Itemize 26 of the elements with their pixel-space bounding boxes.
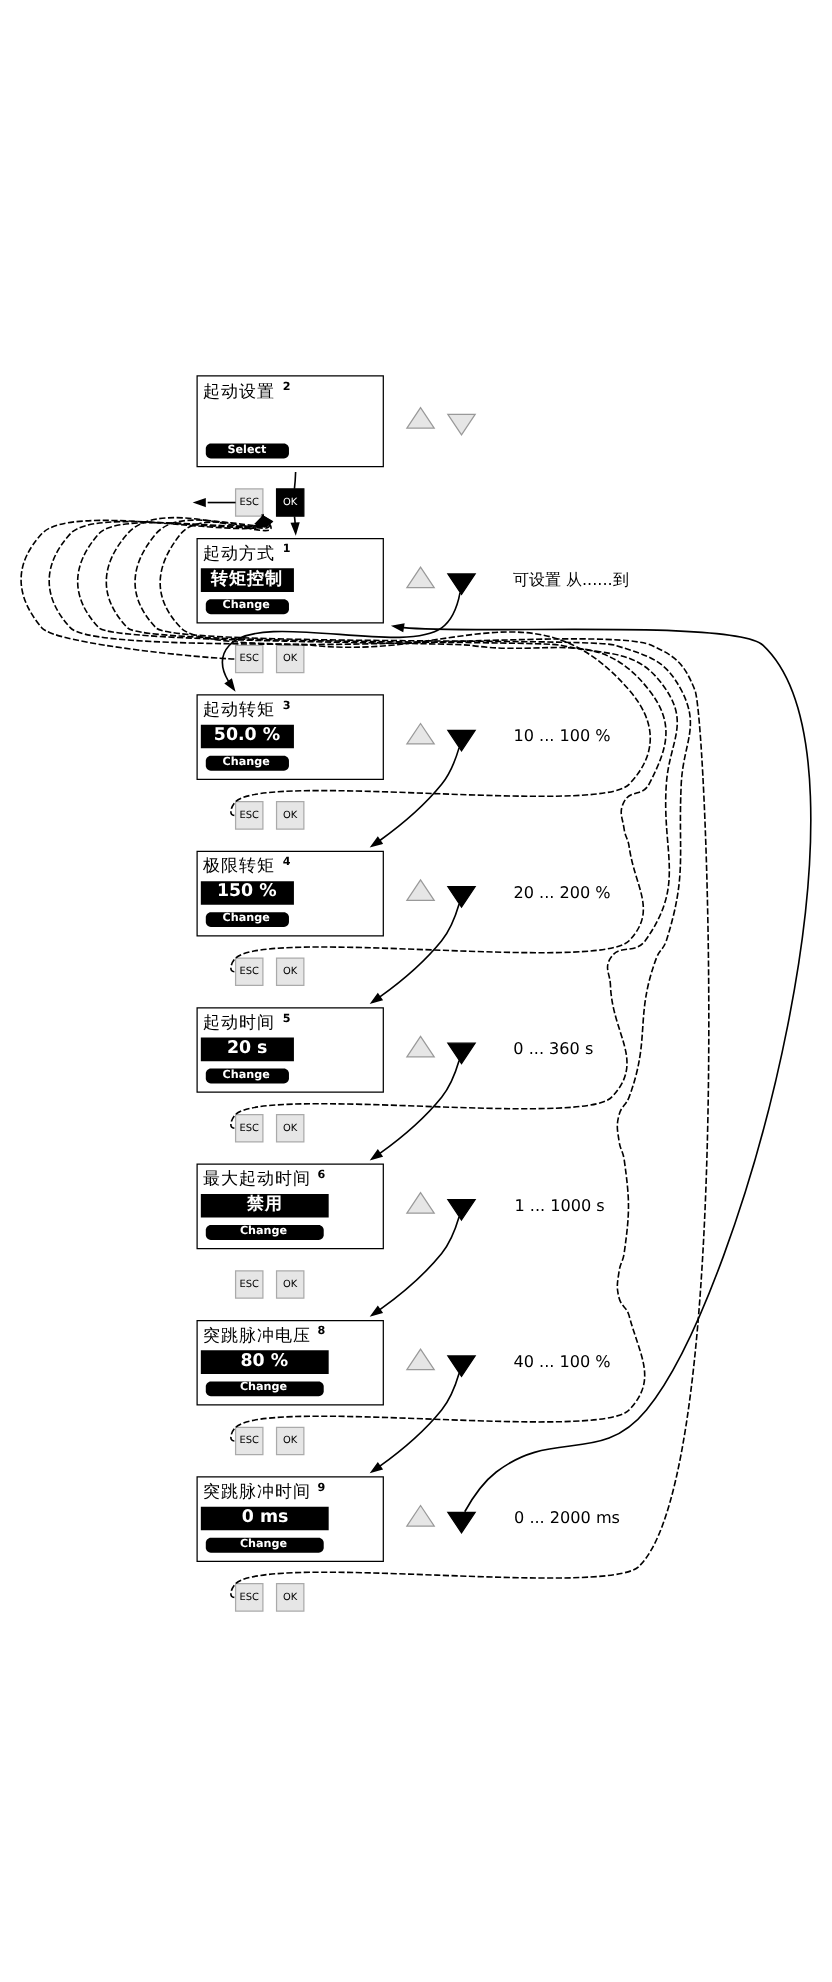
node-triangle [405, 1035, 436, 1058]
arrow [221, 591, 461, 692]
arrow [369, 1216, 460, 1317]
arrow [369, 1059, 460, 1161]
node-triangle [405, 1504, 436, 1527]
arrow [390, 623, 812, 1513]
arrow [290, 515, 300, 536]
node-triangle [446, 729, 477, 752]
node-triangle [446, 1198, 477, 1222]
node-triangle [405, 565, 436, 589]
arrow [369, 1372, 460, 1474]
node-triangle [446, 1511, 477, 1534]
connector [293, 471, 297, 490]
node-triangle [446, 886, 477, 909]
arrow [369, 903, 460, 1004]
node-triangle [405, 406, 436, 429]
node-triangle [446, 573, 477, 596]
arrow [192, 497, 237, 508]
node-triangle [405, 722, 436, 745]
node-triangle [405, 1191, 436, 1214]
node-triangle [405, 878, 436, 901]
node-triangle [446, 1355, 477, 1378]
arrow [369, 746, 460, 848]
node-triangle [446, 1042, 477, 1065]
node-triangle [446, 413, 477, 436]
node-triangle [405, 1348, 436, 1371]
